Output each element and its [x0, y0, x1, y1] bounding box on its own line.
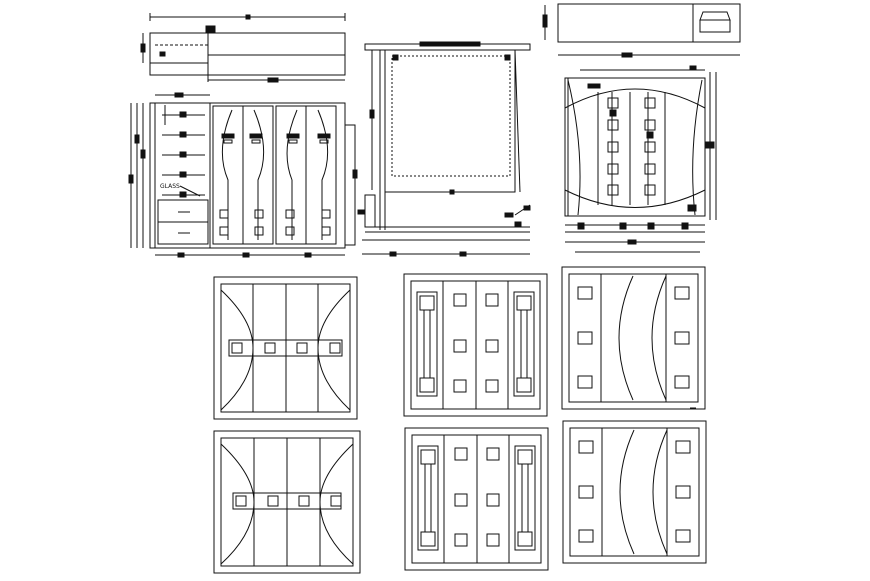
door-design-a-top: [213, 276, 358, 420]
door-design-c-bottom: [562, 420, 707, 564]
wardrobe-side-section: [352, 41, 531, 257]
wardrobe-top-view: [140, 13, 346, 83]
door-design-a-bottom: [213, 430, 361, 574]
glass-label: GLASS: [160, 183, 180, 190]
door-design-b-top: [403, 273, 548, 417]
wardrobe-curved-elevation: [564, 65, 717, 253]
door-design-c-top: [561, 266, 706, 410]
wardrobe-front-elevation: GLASS: [128, 92, 356, 258]
door-design-b-bottom: [404, 427, 549, 571]
wardrobe-plan-right: [542, 3, 741, 58]
